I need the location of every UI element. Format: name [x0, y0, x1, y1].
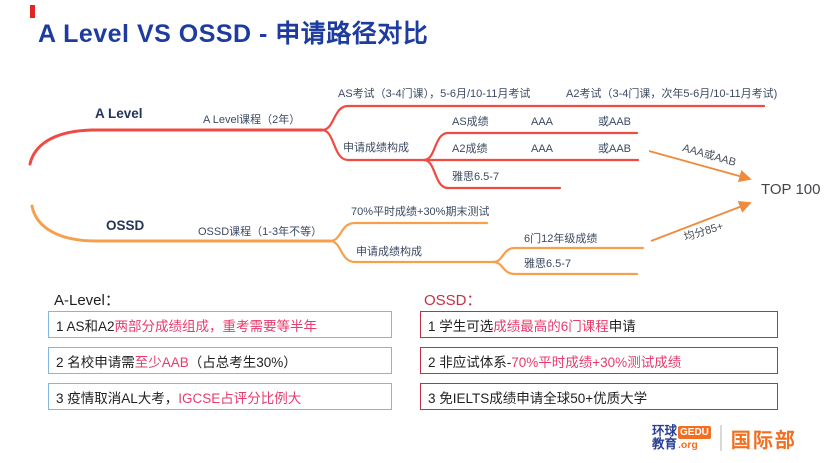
ossd-branches: [30, 204, 645, 276]
ossd-grades-label: 6门12年级成绩: [524, 233, 598, 245]
top100-label: TOP 100: [761, 181, 821, 198]
ossd-course-label: OSSD课程（1-3年不等）: [198, 226, 323, 238]
alevel-point-3-highlight: IGCSE占评分比例大: [178, 390, 302, 406]
alevel-root-label: A Level: [95, 106, 143, 121]
alevel-point-3: 3 疫情取消AL大考，IGCSE占评分比例大: [48, 383, 392, 410]
ossd-point-2-text: 2 非应试体系-: [428, 354, 512, 370]
alevel-point-2-highlight: 至少AAB: [134, 354, 189, 370]
alevel-a2-altgrade-label: 或AAB: [598, 143, 632, 155]
accent-bar: [30, 5, 35, 18]
alevel-a2-exam-label: A2考试（3-4门课，次年5-6月/10-11月考试): [566, 88, 778, 100]
gedu-logo-latin: GEDU .org: [678, 425, 711, 451]
ossd-point-2-highlight: 70%平时成绩+30%测试成绩: [511, 354, 682, 370]
alevel-scorecomp-label: 申请成绩构成: [343, 142, 409, 154]
alevel-point-1-text: 1 AS和A2: [56, 318, 115, 334]
alevel-branches: [28, 104, 766, 190]
alevel-exam-branch: [320, 104, 766, 132]
ossd-grading-label: 70%平时成绩+30%期末测试: [351, 206, 490, 218]
alevel-compare-header: A-Level：: [54, 292, 120, 309]
ossd-ielts-label: 雅思6.5-7: [524, 258, 572, 270]
alevel-as-exam-label: AS考试（3-4门课），5-6月/10-11月考试: [338, 88, 531, 100]
gedu-logo-org: .org: [678, 438, 698, 451]
alevel-a2-score-label: A2成绩: [452, 143, 488, 155]
ossd-scorecomp-branch: [328, 239, 495, 264]
alevel-course-label: A Level课程（2年）: [203, 114, 301, 126]
alevel-point-2-tail: （占总考生30%）: [188, 354, 297, 370]
logo-divider: [719, 425, 722, 451]
ossd-point-2: 2 非应试体系- 70%平时成绩+30%测试成绩: [420, 347, 778, 374]
alevel-point-2: 2 名校申请需至少AAB（占总考生30%）: [48, 347, 392, 374]
alevel-point-2-text: 2 名校申请需: [56, 354, 135, 370]
ossd-point-1-text: 1 学生可选: [428, 318, 494, 334]
alevel-to-top100-arrow: [648, 150, 752, 183]
ossd-point-1-highlight: 成绩最高的6门课程: [493, 318, 609, 334]
division-label: 国际部: [730, 429, 797, 452]
gedu-logo-badge: GEDU: [678, 425, 711, 439]
ossd-grading-branch: [328, 221, 489, 243]
alevel-point-1-highlight: 两部分成绩组成，重考需要等半年: [114, 318, 318, 334]
ossd-to-top100-arrow: [650, 200, 752, 242]
page-title: A Level VS OSSD - 申请路径对比: [38, 20, 429, 48]
ossd-point-3: 3 免IELTS成绩申请全球50+优质大学: [420, 383, 778, 410]
alevel-point-3-text: 3 疫情取消AL大考，: [56, 390, 179, 406]
alevel-a2-grade-label: AAA: [531, 143, 554, 155]
ossd-point-3-text: 3 免IELTS成绩申请全球50+优质大学: [428, 390, 648, 406]
result-arrows: [648, 150, 752, 242]
ossd-ielts-row-line: [491, 260, 639, 276]
gedu-logo-chinese-bottom: 教育: [652, 437, 678, 451]
gedu-logo: 环球 教育 GEDU .org 国际部: [652, 420, 797, 456]
gedu-logo-chinese-top: 环球: [652, 424, 678, 438]
alevel-scorecomp-branch: [320, 128, 426, 162]
ossd-compare-header: OSSD：: [424, 292, 482, 309]
gedu-logo-chinese: 环球 教育: [652, 425, 677, 451]
ossd-point-1: 1 学生可选成绩最高的6门课程申请: [420, 311, 778, 338]
ossd-scorecomp-label: 申请成绩构成: [356, 246, 422, 258]
alevel-as-grade-label: AAA: [531, 116, 554, 128]
alevel-as-score-label: AS成绩: [452, 116, 489, 128]
alevel-as-altgrade-label: 或AAB: [598, 116, 632, 128]
alevel-ielts-row-line: [422, 158, 562, 190]
alevel-root-branch: [28, 128, 324, 166]
ossd-root-label: OSSD: [106, 218, 145, 233]
alevel-ielts-label: 雅思6.5-7: [452, 171, 500, 183]
ossd-root-branch: [30, 204, 332, 243]
ossd-point-1-tail: 申请: [608, 318, 636, 334]
